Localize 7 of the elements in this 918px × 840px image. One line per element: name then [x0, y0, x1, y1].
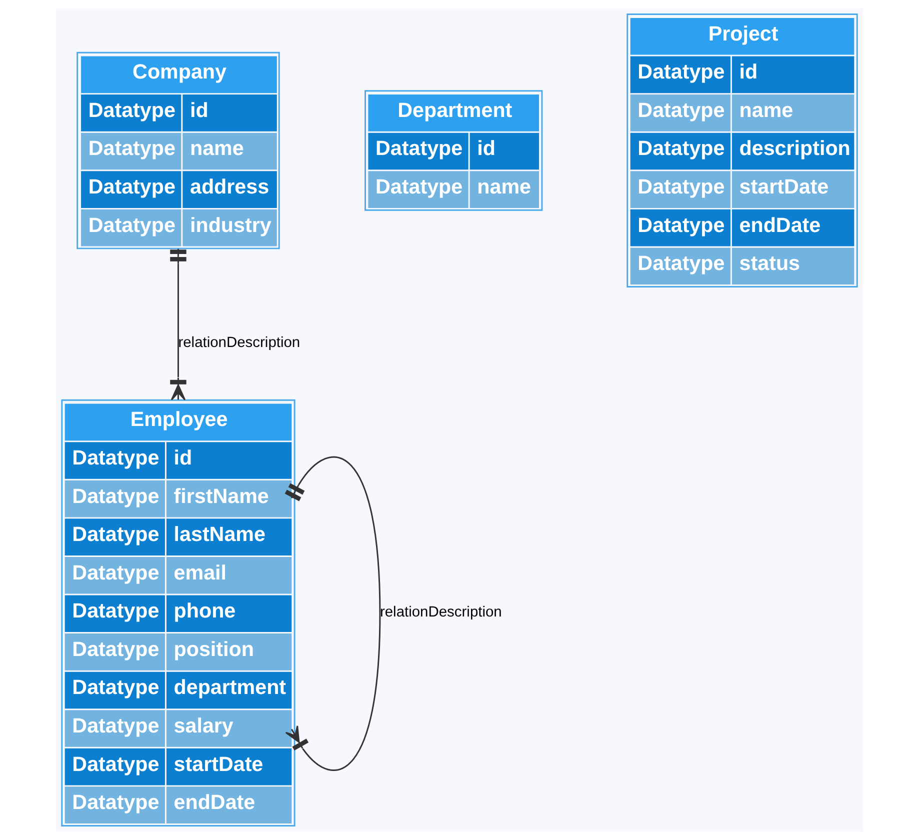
connector — [284, 456, 380, 771]
edge-label: relationDescription — [379, 604, 502, 621]
node-box: Project Datatype id Datatype name Datatype description Datatype startDate Datatype endDate Datatype status — [626, 14, 858, 288]
node-box: Department Datatype id Datatype name — [364, 90, 542, 211]
edge-label: relationDescription — [178, 335, 300, 352]
connector — [170, 248, 186, 401]
node-box: Company Datatype id Datatype name Datatype address Datatype industry — [76, 52, 280, 250]
